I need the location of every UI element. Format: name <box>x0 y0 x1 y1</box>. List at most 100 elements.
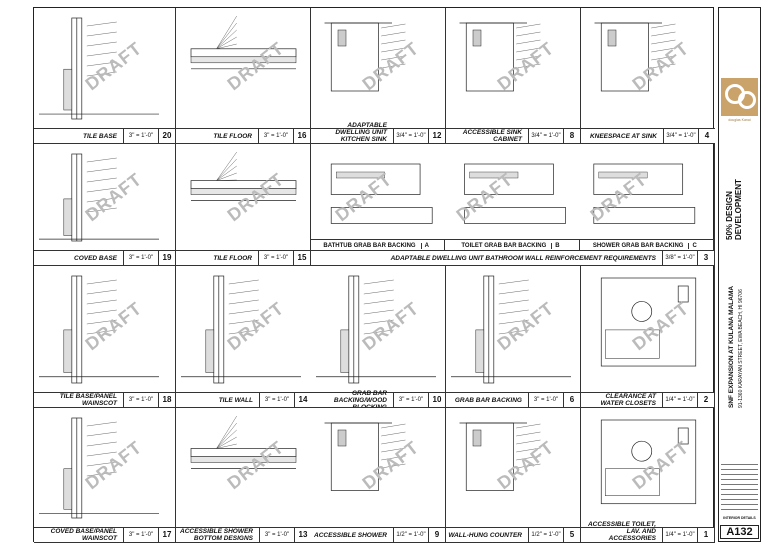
backing-item: TOILET GRAB BAR BACKING B <box>445 240 580 251</box>
detail-number: 1 <box>697 528 714 542</box>
detail-title-strip: COVED BASE 3" = 1'-0"19 <box>34 250 175 265</box>
detail-title: TILE BASE/PANEL WAINSCOT <box>59 393 117 407</box>
detail-drawing <box>190 151 297 201</box>
detail-drawing <box>39 17 159 120</box>
detail-drawing <box>451 275 571 384</box>
backing-item: BATHTUB GRAB BAR BACKING A <box>311 240 446 251</box>
detail-title: TILE WALL <box>218 396 253 404</box>
detail-drawing <box>600 277 697 367</box>
firm-name: douglas Kanai <box>728 118 751 122</box>
title-block: douglas Kanai 50% DESIGN DEVELOPMENT SNF… <box>718 7 761 542</box>
detail-scale: 3/8" = 1'-0" <box>662 251 697 265</box>
detail-title: ACCESSIBLE SHOWER BOTTOM DESIGNS <box>180 528 253 542</box>
detail-title: ADAPTABLE DWELLING UNIT BATHROOM WALL RE… <box>390 254 656 262</box>
backing-key: C <box>688 242 699 249</box>
detail-drawing <box>39 417 159 519</box>
detail-title: TILE BASE <box>83 132 117 140</box>
detail-title-strip: WALL-HUNG COUNTER 1/2" = 1'-0"5 <box>446 527 580 542</box>
phase-label: 50% DESIGN DEVELOPMENT <box>725 179 743 240</box>
detail-drawing <box>459 422 541 491</box>
detail-scale: 3" = 1'-0" <box>123 129 158 143</box>
detail-scale: 3" = 1'-0" <box>259 393 294 407</box>
detail-title-strip: TILE BASE 3" = 1'-0"20 <box>34 128 175 143</box>
detail-scale: 1/2" = 1'-0" <box>528 528 563 542</box>
detail-number: 3 <box>697 251 714 265</box>
backing-item: SHOWER GRAB BAR BACKING C <box>580 240 714 251</box>
detail-title: WALL-HUNG COUNTER <box>448 531 522 539</box>
backing-legend: BATHTUB GRAB BAR BACKING A TOILET GRAB BAR… <box>311 239 714 251</box>
detail-drawing <box>324 22 406 92</box>
detail-number: 6 <box>563 393 580 407</box>
backing-label: BATHTUB GRAB BAR BACKING <box>323 242 416 249</box>
detail-scale: 1/2" = 1'-0" <box>393 528 428 542</box>
detail-title: TILE FLOOR <box>213 254 252 262</box>
detail-title: COVED BASE/PANEL WAINSCOT <box>50 528 117 542</box>
detail-scale: 1/4" = 1'-0" <box>662 393 697 407</box>
detail-number: 18 <box>158 393 175 407</box>
detail-drawing <box>459 22 541 92</box>
backing-key: A <box>420 242 432 249</box>
sheet-number: A132 <box>720 525 759 539</box>
detail-title-strip: GRAB BAR BACKING 3" = 1'-0"6 <box>446 392 580 407</box>
project-address: 91-1360 KARAYAN STREET, EWA BEACH, HI 96… <box>738 289 744 408</box>
detail-number: 9 <box>428 528 445 542</box>
project-name: SNF EXPANSION AT KULANA MALAMA <box>728 285 735 408</box>
detail-title: COVED BASE <box>74 254 117 262</box>
detail-number: 13 <box>294 528 311 542</box>
detail-number: 4 <box>698 129 715 143</box>
detail-scale: 3" = 1'-0" <box>393 393 428 407</box>
detail-scale: 3/4" = 1'-0" <box>528 129 563 143</box>
detail-drawing <box>600 419 697 505</box>
detail-title-strip: ACCESSIBLE SINK CABINET 3/4" = 1'-0"8 <box>446 128 580 143</box>
detail-title: ACCESSIBLE SINK CABINET <box>462 129 522 143</box>
detail-title: GRAB BAR BACKING <box>454 396 522 404</box>
detail-drawing <box>330 163 696 224</box>
backing-key: B <box>551 242 562 249</box>
detail-scale: 3/4" = 1'-0" <box>663 129 698 143</box>
detail-title: GRAB BAR BACKING/WOOD BLOCKING <box>333 389 387 408</box>
detail-title-strip: ACCESSIBLE TOILET, LAV. AND ACCESSORIES … <box>581 521 714 542</box>
detail-title: CLEARANCE AT WATER CLOSETS <box>600 393 657 407</box>
detail-number: 5 <box>563 528 580 542</box>
backing-label: SHOWER GRAB BAR BACKING <box>592 242 684 249</box>
detail-drawing <box>181 275 301 384</box>
detail-number: 8 <box>563 129 580 143</box>
detail-number: 12 <box>428 129 445 143</box>
detail-title-strip: ADAPTABLE DWELLING UNIT BATHROOM WALL RE… <box>311 250 714 265</box>
sheet-title: INTERIOR DETAILS <box>723 516 756 520</box>
detail-scale: 3" = 1'-0" <box>123 528 158 542</box>
detail-title-strip: GRAB BAR BACKING/WOOD BLOCKING 3" = 1'-0"… <box>311 389 445 408</box>
detail-number: 20 <box>158 129 175 143</box>
detail-title-strip: KNEESPACE AT SINK 3/4" = 1'-0"4 <box>581 128 715 143</box>
detail-title: ADAPTABLE DWELLING UNIT KITCHEN SINK CAB… <box>335 122 387 143</box>
detail-drawing <box>316 275 436 384</box>
detail-drawing <box>39 153 159 242</box>
detail-title: KNEESPACE AT SINK <box>589 132 657 140</box>
firm-logo <box>721 78 758 116</box>
detail-scale: 3" = 1'-0" <box>259 528 294 542</box>
detail-scale: 3" = 1'-0" <box>123 251 158 265</box>
detail-scale: 3" = 1'-0" <box>528 393 563 407</box>
backing-label: TOILET GRAB BAR BACKING <box>461 242 547 249</box>
detail-number: 19 <box>158 251 175 265</box>
detail-scale: 3/4" = 1'-0" <box>393 129 428 143</box>
detail-drawing <box>594 22 676 92</box>
detail-drawing <box>324 422 406 491</box>
